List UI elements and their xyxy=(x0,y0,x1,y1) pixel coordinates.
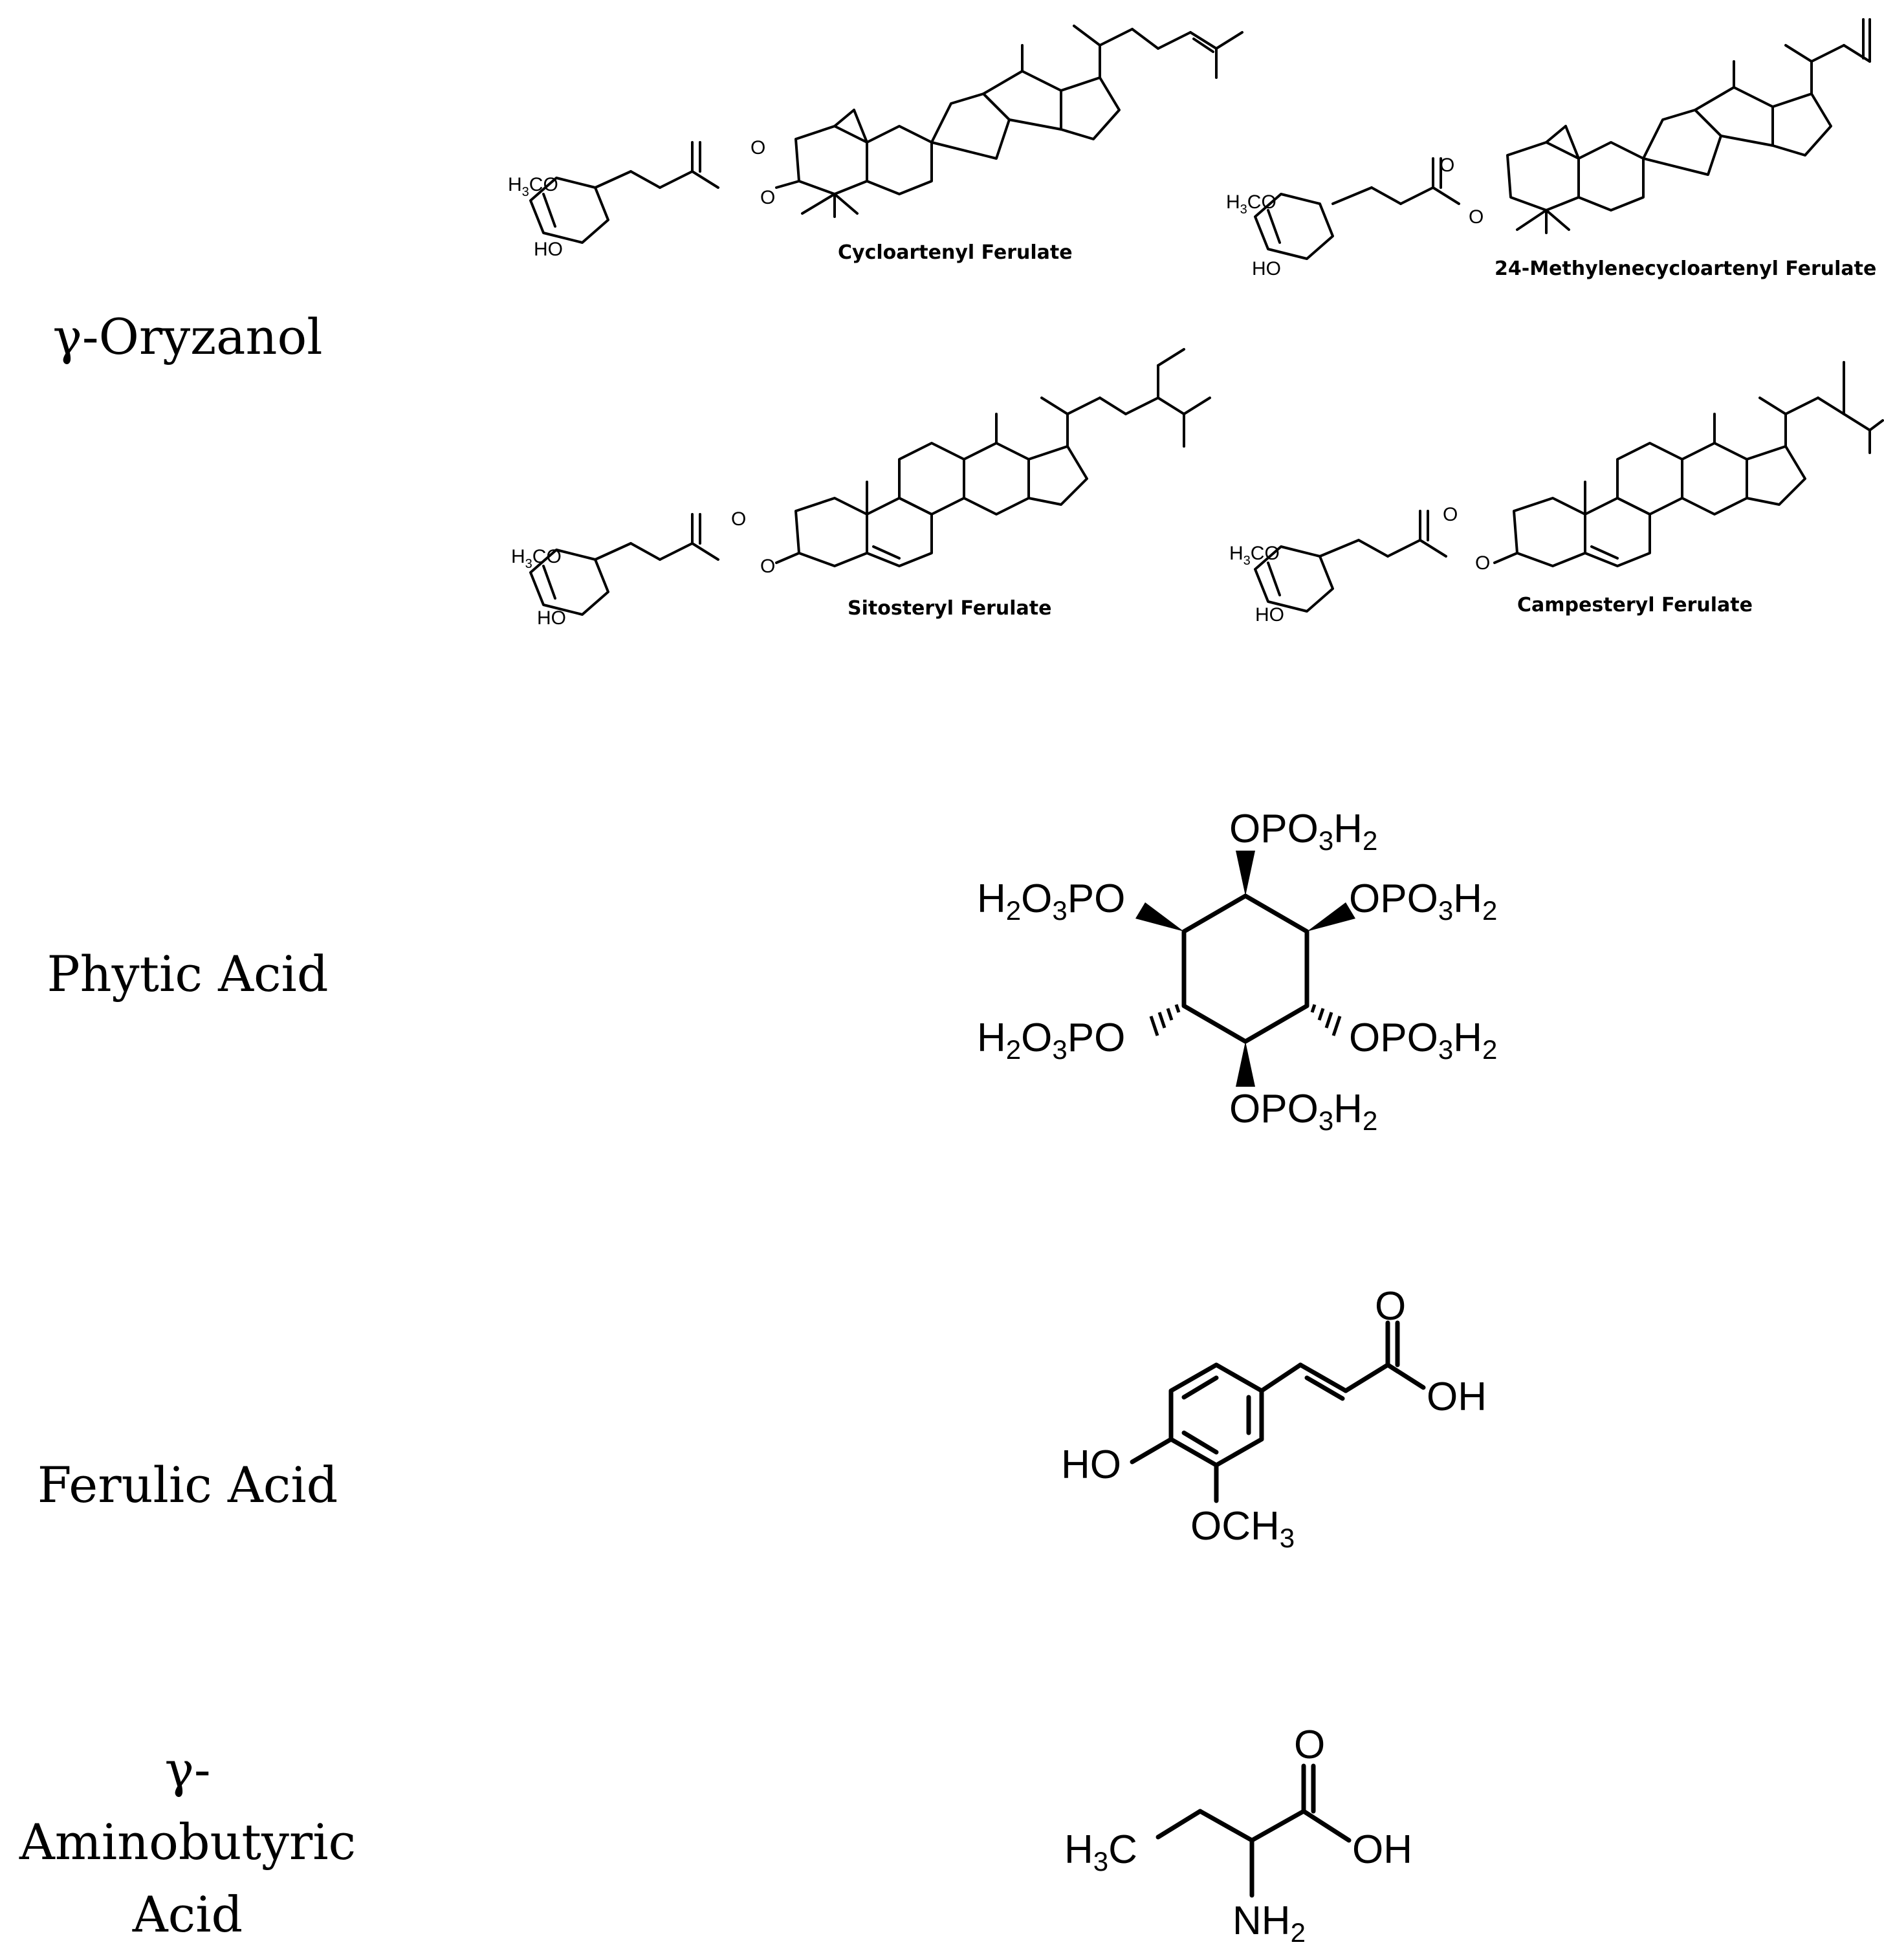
atom-hydroxy-1: HO xyxy=(534,239,563,260)
wedge-upper-right xyxy=(1307,902,1355,931)
gaba-carbonyl-o: O xyxy=(1294,1723,1325,1767)
label-gaba-line2: Aminobutyric xyxy=(19,1813,356,1871)
compound-name-campesteryl: Campesteryl Ferulate xyxy=(1517,594,1753,616)
structure-gaba: H3C O OH NH2 xyxy=(1064,1723,1412,1948)
atom-methoxy-1: H3CO xyxy=(508,174,558,199)
phosphate-lower-left: H2O3PO xyxy=(977,1016,1125,1065)
atom-ester-2: O xyxy=(1469,206,1484,228)
atom-methoxy-4: H3CO xyxy=(1229,543,1280,568)
atom-carbonyl-1: O xyxy=(750,137,765,158)
phosphate-bottom: OPO3H2 xyxy=(1229,1087,1377,1136)
wedge-upper-left xyxy=(1135,902,1184,931)
atom-hydroxy-2: HO xyxy=(1252,258,1281,279)
structure-cycloartenyl-ferulate: H3CO HO O O Cycloartenyl Ferulate xyxy=(508,25,1243,264)
wedge-top xyxy=(1236,851,1255,896)
gaba-methyl: H3C xyxy=(1064,1827,1137,1877)
phosphate-lower-right: OPO3H2 xyxy=(1349,1016,1497,1065)
atom-ester-1: O xyxy=(760,187,775,208)
compound-name-cycloartenyl: Cycloartenyl Ferulate xyxy=(838,241,1073,264)
phosphate-upper-right: OPO3H2 xyxy=(1349,877,1497,926)
wedge-bottom xyxy=(1236,1041,1255,1087)
atom-methoxy-2: H3CO xyxy=(1226,191,1276,217)
ferulic-hydroxy: HO xyxy=(1061,1443,1121,1487)
phosphate-upper-left: H2O3PO xyxy=(977,877,1125,926)
gaba-acid-oh: OH xyxy=(1352,1827,1412,1872)
label-ferulic-acid: Ferulic Acid xyxy=(37,1456,338,1514)
compound-name-24-methylenecycloartenyl: 24-Methylenecycloartenyl Ferulate xyxy=(1495,257,1876,280)
gaba-amine: NH2 xyxy=(1232,1899,1306,1948)
label-gamma-aminobutyric-acid: γ- Aminobutyric Acid xyxy=(0,1734,375,1951)
atom-ester-4: O xyxy=(1475,552,1490,574)
label-gamma-oryzanol: γ-Oryzanol xyxy=(52,308,323,365)
structure-sitosteryl-ferulate: H3CO HO O O Sitosteryl Ferulate xyxy=(511,348,1211,629)
ferulic-methoxy: OCH3 xyxy=(1190,1504,1295,1553)
structure-ferulic-acid: O OH HO OCH3 xyxy=(1061,1284,1487,1553)
hash-lower-right xyxy=(1310,1004,1342,1036)
atom-hydroxy-3: HO xyxy=(537,607,566,629)
label-phytic-acid: Phytic Acid xyxy=(47,945,329,1003)
ferulic-carbonyl-o: O xyxy=(1375,1284,1406,1329)
atom-carbonyl-4: O xyxy=(1443,504,1458,525)
structure-phytic-acid: OPO3H2 H2O3PO OPO3H2 H2O3PO OPO3H2 OPO3H… xyxy=(977,807,1497,1136)
compound-name-sitosteryl: Sitosteryl Ferulate xyxy=(848,597,1051,620)
label-gaba-line3: Acid xyxy=(132,1886,243,1943)
atom-carbonyl-3: O xyxy=(731,508,746,530)
structure-24-methylenecycloartenyl-ferulate: H3CO HO O O 24-Methylenecycloartenyl Fer… xyxy=(1226,18,1876,280)
atom-hydroxy-4: HO xyxy=(1255,604,1284,626)
atom-carbonyl-2: O xyxy=(1440,155,1454,176)
label-gaba-line1: γ- xyxy=(164,1741,211,1798)
phosphate-top: OPO3H2 xyxy=(1229,807,1377,856)
structure-campesteryl-ferulate: H3CO HO O O Campesteryl Ferulate xyxy=(1229,361,1884,626)
atom-methoxy-3: H3CO xyxy=(511,546,562,571)
hash-lower-left xyxy=(1149,1004,1181,1036)
ferulic-acid-oh: OH xyxy=(1427,1375,1487,1419)
atom-ester-3: O xyxy=(760,556,775,577)
